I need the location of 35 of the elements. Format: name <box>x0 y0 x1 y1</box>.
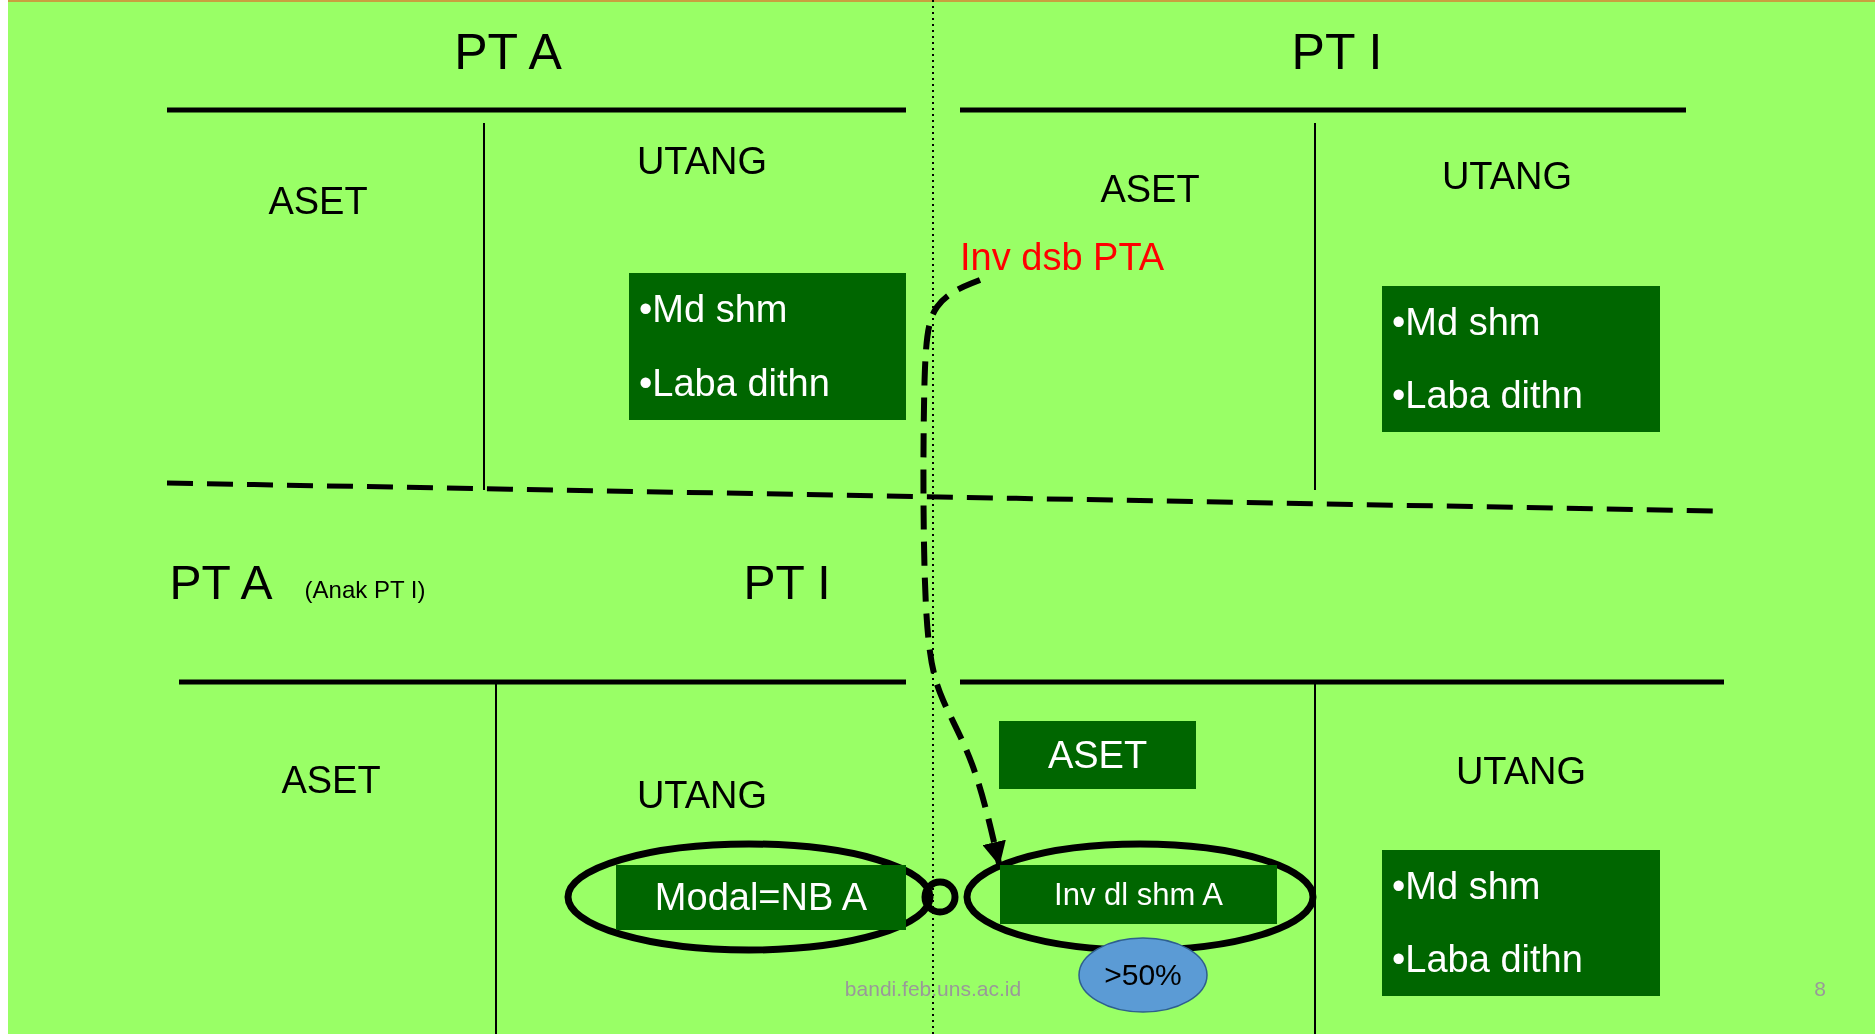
percent-text: >50% <box>1104 958 1182 992</box>
account-box <box>1000 865 1277 924</box>
account-label: PT I <box>1291 23 1383 81</box>
account-box <box>1382 850 1660 996</box>
ellipse-outline <box>564 840 934 954</box>
dashed-arrow <box>920 277 1006 866</box>
account-label: ASET <box>281 758 381 802</box>
account-label: (Anak PT I) <box>304 576 426 604</box>
account-box <box>1382 286 1660 432</box>
box-text: •Md shm <box>1392 301 1541 344</box>
account-label: PT I <box>743 554 831 610</box>
account-label: ASET <box>268 179 368 223</box>
page-number: 8 <box>1814 977 1826 1001</box>
ellipse-outline <box>963 840 1317 954</box>
account-box <box>616 865 906 930</box>
box-text: •Md shm <box>1392 865 1541 908</box>
box-text: Inv dl shm A <box>1054 876 1223 913</box>
box-text: •Laba dithn <box>1392 374 1583 417</box>
box-text: •Laba dithn <box>1392 938 1583 981</box>
box-text: ASET <box>1047 733 1148 777</box>
footer-text: bandi.feb.uns.ac.id <box>844 977 1022 1001</box>
account-label: PT A <box>169 554 273 610</box>
account-label: UTANG <box>1441 154 1573 198</box>
account-box <box>629 273 906 420</box>
note-text: Inv dsb PTA <box>960 236 1210 286</box>
box-text: •Md shm <box>639 288 788 332</box>
account-label: UTANG <box>636 139 768 183</box>
account-label: PT A <box>454 23 562 81</box>
account-label: UTANG <box>636 773 768 817</box>
account-label: ASET <box>1100 167 1200 211</box>
account-label: UTANG <box>1455 749 1587 793</box>
box-text: •Laba dithn <box>639 361 830 405</box>
percent-oval <box>1078 937 1208 1013</box>
box-text: Modal=NB A <box>654 876 868 919</box>
account-box <box>999 721 1196 789</box>
